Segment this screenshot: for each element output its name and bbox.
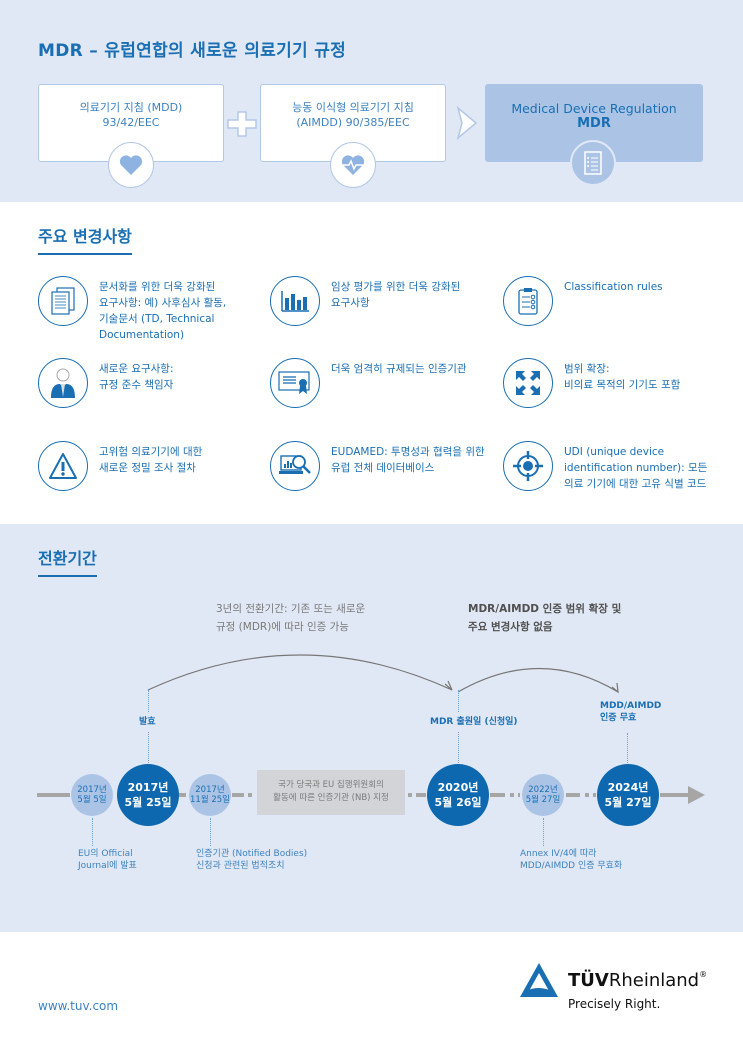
website-link[interactable]: www.tuv.com [38,999,119,1013]
heartbeat-icon [330,142,376,188]
target-icon [503,441,553,491]
feature-text: 고위험 의료기기에 대한 새로운 정밀 조사 절차 [99,446,203,474]
feature-classification: Classification rules [503,276,663,326]
feature-text: Classification rules [564,281,663,293]
feature-high-risk: 고위험 의료기기에 대한 새로운 정밀 조사 절차 [38,441,202,491]
transition-arcs [147,654,619,694]
transition-note-left: 3년의 전환기간: 기존 또는 새로운 규정 (MDR)에 따라 인증 가능 [216,603,366,633]
feature-text: EUDAMED: 투명성과 협력을 위한 유럽 전체 데이터베이스 [331,446,485,474]
date-2017-05-25: 2017년 5월 25일 [117,764,179,826]
brand-name: TÜVRheinland® [568,970,708,991]
laptop-search-icon [270,441,320,491]
feature-text: 임상 평가를 위한 더욱 강화된 요구사항 [331,281,461,309]
connector [543,818,544,846]
connector [92,818,93,846]
mdr-line1: Medical Device Regulation [511,101,677,116]
documents-icon [38,276,88,326]
heart-icon [108,142,154,188]
date-2017-05-05: 2017년 5월 5일 [71,774,113,816]
feature-notified-bodies: 더욱 엄격히 규제되는 인증기관 [270,358,467,408]
feature-text: 더욱 엄격히 규제되는 인증기관 [331,363,467,375]
feature-text: 문서화를 위한 더욱 강화된 요구사항: 예) 사후심사 활동, 기술문서 (T… [99,281,227,341]
plus-icon [226,110,258,142]
mdd-box: 의료기기 지침 (MDD) 93/42/EEC [38,84,224,162]
feature-text: 새로운 요구사항: 규정 준수 책임자 [99,363,174,391]
feature-eudamed: EUDAMED: 투명성과 협력을 위한 유럽 전체 데이터베이스 [270,441,485,491]
feature-documentation: 문서화를 위한 더욱 강화된 요구사항: 예) 사후심사 활동, 기술문서 (T… [38,276,226,343]
connector [627,733,628,765]
connector [458,690,459,712]
aimdd-line1: 능동 이식형 의료기기 지침 [292,101,414,114]
feature-udi: UDI (unique device identification number… [503,441,707,492]
transition-note-right: MDR/AIMDD 인증 범위 확장 및 주요 변경사항 없음 [468,603,622,633]
note-annex: Annex IV/4에 따라 MDD/AIMDD 인증 무효화 [520,849,623,871]
connector [148,732,149,765]
connector [148,690,149,712]
label-void: MDD/AIMDD 인증 무효 [600,701,662,723]
note-journal: EU의 Official Journal에 발표 [78,849,137,871]
mdd-line2: 93/42/EEC [102,116,160,129]
nb-designation-box: 국가 당국과 EU 집행위원회의 활동에 따른 인증기관 (NB) 지정 [257,770,405,815]
mdr-line2: MDR [577,116,611,131]
timeline-line [37,786,705,804]
date-2022-05-27: 2022년 5월 27일 [522,774,564,816]
checklist-icon [570,140,616,186]
changes-title: 주요 변경사항 [38,223,132,255]
feature-scope: 범위 확장: 비의료 목적의 기기도 포함 [503,358,680,408]
feature-compliance-officer: 새로운 요구사항: 규정 준수 책임자 [38,358,174,408]
footer [0,932,743,1051]
brand-tagline: Precisely Right. [568,997,661,1011]
chevron-right-icon [456,105,478,144]
note-nb: 인증기관 (Notified Bodies) 신청과 관련된 법적조치 [196,849,308,871]
bar-chart-icon [270,276,320,326]
feature-clinical: 임상 평가를 위한 더욱 강화된 요구사항 [270,276,460,326]
aimdd-line2: (AIMDD) 90/385/EEC [296,116,410,129]
date-2017-11-25: 2017년 11월 25일 [189,774,231,816]
connector [210,818,211,846]
feature-text: UDI (unique device identification number… [564,446,708,490]
changes-section [0,202,743,524]
connector [458,732,459,765]
mdd-line1: 의료기기 지침 (MDD) [79,101,183,114]
page-title: MDR – 유럽연합의 새로운 의료기기 규정 [38,41,347,61]
expand-arrows-icon [503,358,553,408]
tuv-logo-icon [518,962,560,1002]
date-2024-05-27: 2024년 5월 27일 [597,764,659,826]
label-apply: MDR 출원일 (신청일) [430,717,518,727]
warning-icon [38,441,88,491]
transition-title: 전환기간 [38,545,97,577]
certificate-icon [270,358,320,408]
person-icon [38,358,88,408]
date-2020-05-26: 2020년 5월 26일 [427,764,489,826]
feature-text: 범위 확장: 비의료 목적의 기기도 포함 [564,363,681,391]
clipboard-rules-icon [503,276,553,326]
label-enforce: 발효 [139,717,156,727]
transition-section [0,524,743,932]
